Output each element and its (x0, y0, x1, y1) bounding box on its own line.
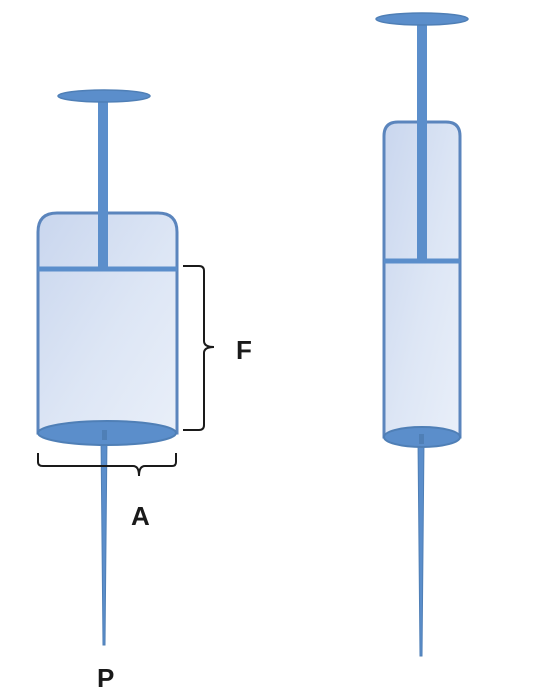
right-syringe (375, 12, 469, 657)
left-plunger-rod (98, 96, 108, 271)
left-needle-hub (102, 430, 107, 440)
left-syringe (36, 89, 179, 646)
right-needle (417, 439, 425, 657)
left-thumb-press (57, 89, 151, 103)
right-thumb-press (375, 12, 469, 26)
right-plunger-rod (417, 19, 427, 263)
area-label: A (131, 501, 150, 531)
force-bracket (183, 265, 215, 431)
right-needle-hub (419, 434, 424, 444)
force-label: F (236, 335, 252, 365)
right-barrel (382, 120, 462, 439)
area-bracket (37, 453, 177, 477)
pressure-label: P (97, 663, 115, 693)
